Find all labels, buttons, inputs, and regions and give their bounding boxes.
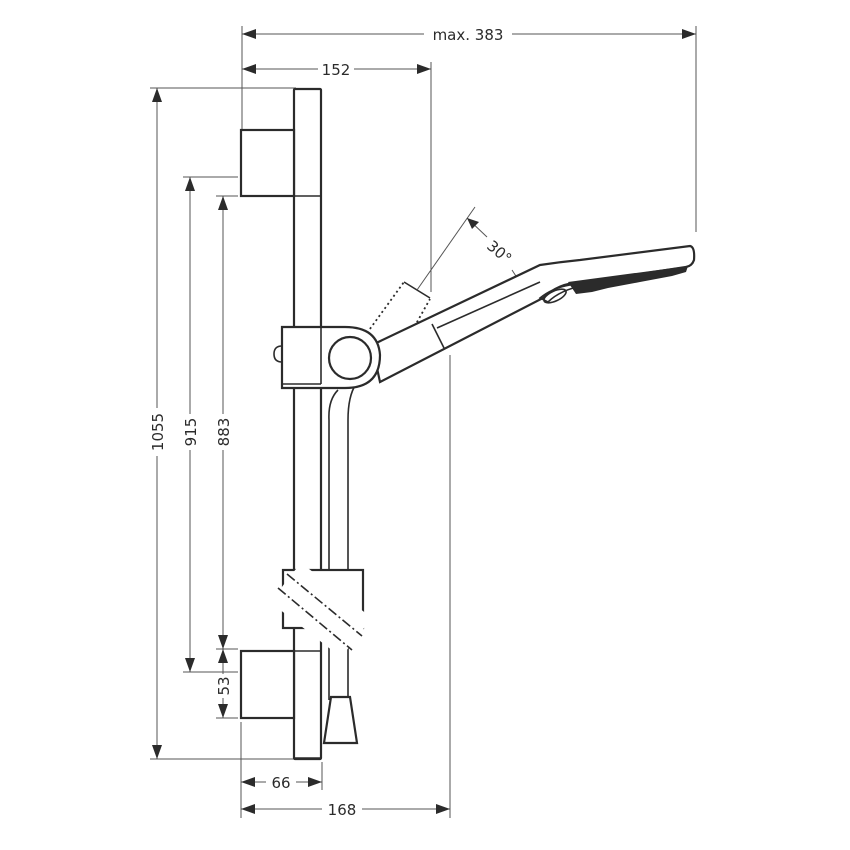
dimension-label-tilt-angle: 30° (483, 237, 515, 268)
dimension-bracket-span-outer: 915 (180, 176, 238, 673)
arrow-up-icon (185, 177, 195, 191)
dimension-total-height: 1055 (147, 87, 296, 760)
wall-rail (292, 87, 323, 761)
arrow-left-icon (242, 29, 256, 39)
dimension-label-bracket-span-inner: 883 (215, 418, 233, 447)
arrow-right-icon (417, 64, 431, 74)
hose-connector (322, 695, 359, 745)
dimension-bracket-height: 53 (213, 649, 238, 719)
dimension-max-width: max. 383 (241, 24, 697, 232)
dimension-label-bracket-span-outer: 915 (182, 418, 200, 447)
dimension-rail-to-handle: 152 (242, 59, 432, 292)
upper-wall-bracket (239, 128, 321, 198)
arrow-left-icon (241, 804, 255, 814)
dimension-wall-depth: 66 (240, 722, 323, 818)
hand-shower (370, 244, 696, 384)
arrow-up-icon (218, 196, 228, 210)
dimension-label-rail-to-handle: 152 (322, 61, 351, 79)
dimension-label-wall-depth: 66 (271, 774, 290, 792)
arrow-up-icon (152, 88, 162, 102)
dimension-total-depth: 168 (241, 355, 451, 819)
dimension-label-max-width: max. 383 (433, 26, 504, 44)
arrow-left-icon (242, 64, 256, 74)
arrow-right-icon (436, 804, 450, 814)
lower-wall-bracket (239, 649, 321, 720)
dimension-label-bracket-height: 53 (215, 676, 233, 695)
dimension-label-total-depth: 168 (328, 801, 357, 819)
arrow-left-icon (241, 777, 255, 787)
dimension-label-total-height: 1055 (149, 413, 167, 451)
slider (273, 325, 382, 390)
arrow-down-icon (152, 745, 162, 759)
arrow-down-icon (218, 704, 228, 718)
arrow-down-icon (218, 635, 228, 649)
dimension-bracket-span-inner: 883 (213, 195, 238, 718)
arrow-right-icon (308, 777, 322, 787)
dimension-tilt-angle: 30° (416, 206, 524, 291)
break-lines (270, 562, 372, 658)
arrow-down-icon (185, 658, 195, 672)
arrow-icon (467, 218, 479, 229)
arrow-right-icon (682, 29, 696, 39)
arrow-up-icon (218, 649, 228, 663)
